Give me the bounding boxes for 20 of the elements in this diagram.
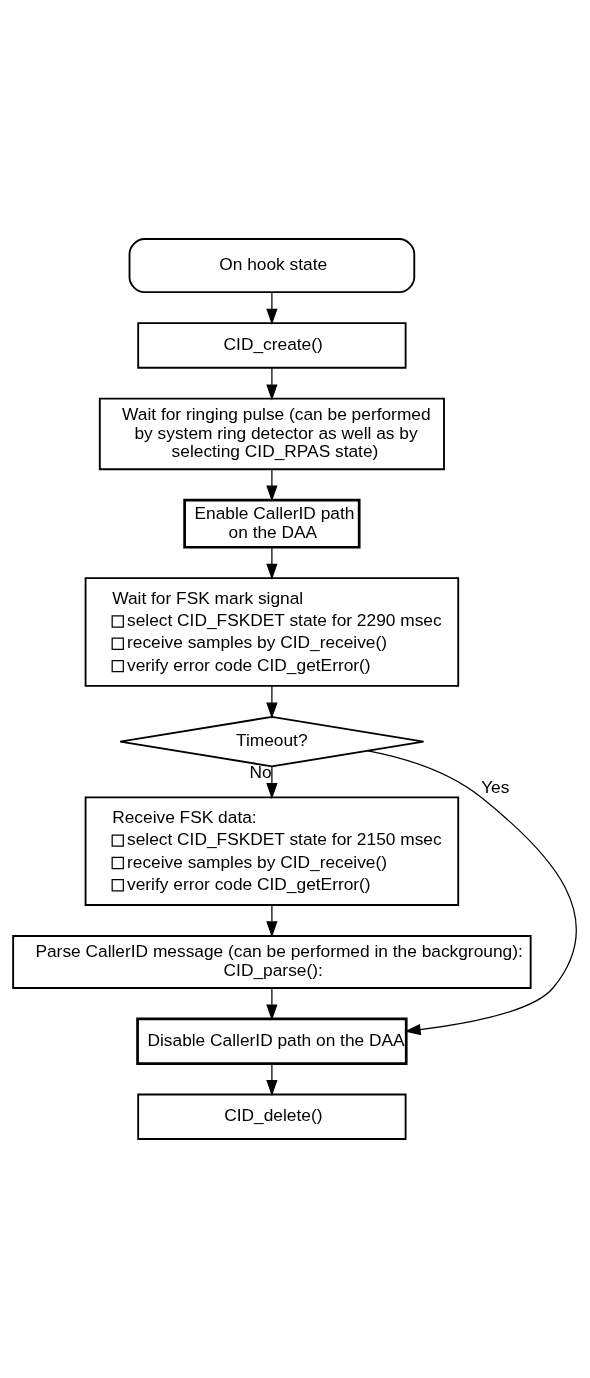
- arrow: [266, 291, 278, 325]
- node-box: Parse CallerID message (can be performed in the backgroung): CID_parse():: [12, 935, 532, 989]
- node-box: CID_create(): [137, 322, 407, 369]
- arrow: [266, 685, 278, 719]
- arrow: [266, 987, 278, 1021]
- node-box: Receive FSK data: select CID_FSKDET state for 2150 msec receive samples by CID_receive() verify error code CID_getError(): [84, 796, 460, 906]
- arrow: [266, 904, 278, 938]
- node-box: On hook state: [128, 238, 416, 294]
- arrow: [266, 546, 278, 580]
- arrow: [266, 367, 278, 401]
- node-box: Wait for FSK mark signal select CID_FSKDET state for 2290 msec receive samples by CID_receive() verify error code CID_getError(): [84, 577, 460, 687]
- arrow: [266, 1063, 278, 1097]
- node-box: Wait for ringing pulse (can be performed by system ring detector as well as by selecting CID_RPAS state): [98, 397, 445, 471]
- edge-label: Yes: [481, 776, 510, 797]
- node-box: CID_delete(): [137, 1093, 407, 1140]
- arrow: [367, 750, 577, 1036]
- node-box: Enable CallerID path on the DAA: [183, 498, 361, 549]
- arrow: [266, 469, 278, 502]
- node-box: Disable CallerID path on the DAA: [136, 1017, 408, 1065]
- arrow: [266, 766, 278, 800]
